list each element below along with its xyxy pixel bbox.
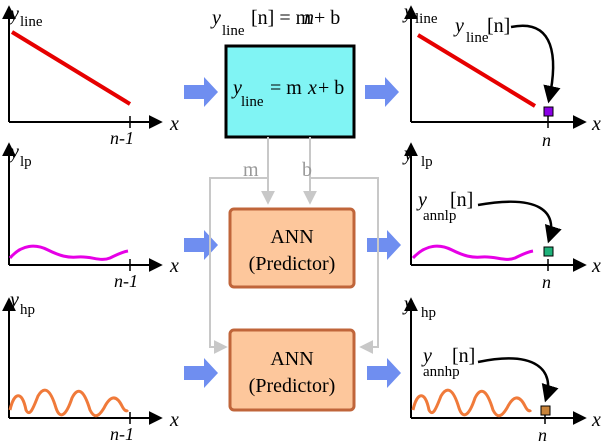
svg-text:= m: = m [270,77,302,99]
y-axis-label: y [402,1,413,23]
arrow-right-top [365,77,399,107]
hp-signal [8,388,130,418]
line-signal [416,33,537,108]
prediction-label-sub: annlp [423,208,456,224]
svg-text:y: y [231,77,242,99]
ann-box-lp: ANN (Predictor) [228,207,356,289]
ann-box-hp: ANN (Predictor) [228,328,356,412]
y-axis-sub: hp [421,305,436,321]
svg-text:line: line [222,23,245,39]
svg-text:line: line [241,94,264,110]
predicted-sample-marker [543,106,554,117]
line-signal [10,30,132,106]
plot-left-line: y line x n-1 [1,3,179,148]
plot-left-lp: y lp x n-1 [1,141,179,291]
svg-text:+ b: + b [318,77,344,99]
svg-text:(Predictor): (Predictor) [249,375,336,397]
prediction-label-sub: annhp [423,364,460,380]
x-axis-label: x [169,409,179,431]
b-connector-lower [310,177,379,354]
svg-text:+ b: + b [314,7,340,29]
tick-label: n [542,272,551,292]
hp-signal [411,388,533,418]
y-axis-label: y [8,141,19,163]
plot-right-line: y line x n y line [n] [402,1,601,150]
y-axis-label: y [402,293,413,315]
line-model-box [224,44,356,139]
m-connector-lower [209,177,268,354]
plot-left-hp: y hp x n-1 [1,289,179,444]
x-axis-label: x [169,113,179,135]
y-axis-sub: line [20,14,43,30]
tick-label: n-1 [110,128,134,148]
svg-text:ANN: ANN [270,348,313,370]
arrow-right-middle [367,230,401,260]
prediction-label-sub: line [466,30,489,46]
line-model-equation: y line = m x + b [231,77,344,110]
param-b-label: b [302,159,312,181]
y-axis-label: y [402,143,413,165]
equation-top: y line [n] = m n + b [210,7,340,39]
svg-text:(Predictor): (Predictor) [249,253,336,275]
arrow-left-top [184,77,218,107]
predicted-sample-marker [543,246,554,257]
tick-label: n [538,425,547,443]
param-connectors [209,137,379,354]
prediction-arrow [477,357,559,403]
y-axis-sub: lp [20,154,32,170]
tick-label: n-1 [110,424,134,443]
x-axis-label: x [591,255,601,277]
svg-text:y: y [210,7,221,29]
lp-signal [8,244,129,261]
arrow-left-bottom [184,358,218,388]
plot-right-hp: y hp x n y annhp [n] [402,293,601,445]
lp-signal [411,244,534,261]
y-axis-label: y [8,3,19,25]
x-axis-label: x [591,113,601,135]
prediction-label-index: [n] [452,345,475,367]
svg-text:ANN: ANN [270,226,313,248]
svg-text:n: n [304,7,314,29]
y-axis-sub: hp [20,302,35,318]
prediction-label-y: y [421,345,432,367]
y-axis-sub: lp [421,154,433,170]
y-axis-label: y [8,289,19,311]
x-axis-label: x [169,255,179,277]
flow-arrows [184,77,401,388]
prediction-label-y: y [453,15,464,37]
prediction-label-y: y [416,189,427,211]
plot-right-lp: y lp x n y annlp [n] [402,142,601,292]
prediction-arrow [510,24,561,104]
predicted-sample-marker [540,405,551,416]
x-axis-label: x [591,409,601,431]
prediction-label-index: [n] [450,189,473,211]
param-m-label: m [243,159,259,181]
tick-label: n [542,130,551,150]
y-axis-sub: line [415,11,438,27]
prediction-label-index: [n] [487,15,510,37]
prediction-arrow [477,200,562,244]
svg-text:x: x [307,77,317,99]
svg-text:[n] = m: [n] = m [251,7,312,29]
arrow-left-middle [184,230,218,260]
tick-label: n-1 [114,271,138,291]
arrow-right-bottom [367,358,401,388]
